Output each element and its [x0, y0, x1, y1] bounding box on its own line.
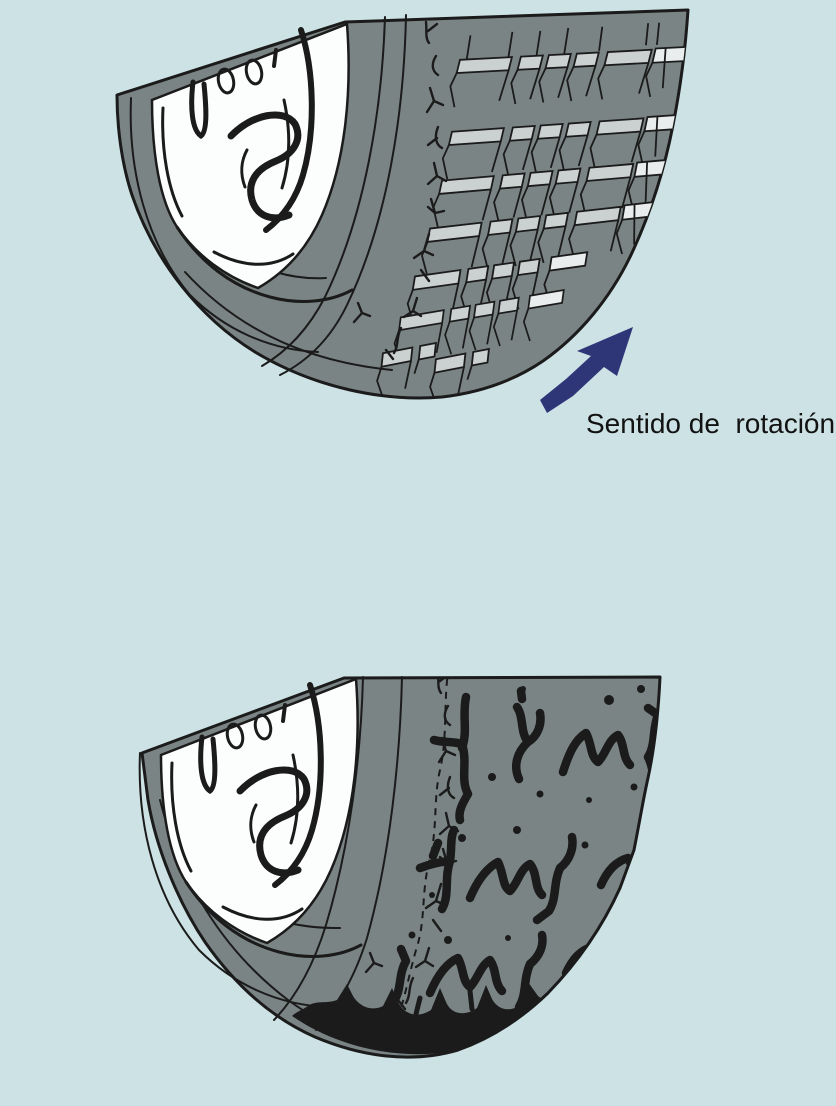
tire-figure-worn-tread: [140, 675, 662, 1059]
crack-band: [389, 930, 609, 1022]
rotation-arrow-icon: [540, 327, 633, 413]
contact-wear-band: [292, 982, 572, 1055]
tread-shoulder-lines: [261, 14, 407, 376]
worn-tread-pattern: [292, 677, 660, 1055]
crack-band: [429, 685, 660, 825]
rotation-label: Sentido de rotación: [586, 408, 835, 439]
tire-figure-new-tread: [115, 8, 690, 400]
rotation-indicator: Sentido de rotación: [540, 327, 835, 439]
